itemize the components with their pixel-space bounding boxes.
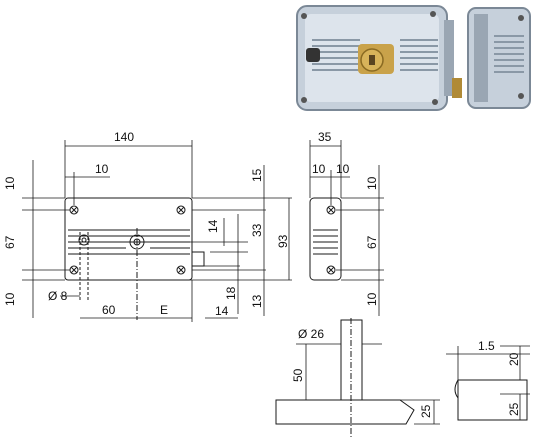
front-dimension-lines [22,140,292,322]
dim-cyl-diameter: Ø 26 [298,327,324,341]
bolt-section-view [275,318,415,438]
side-dimension-labels: 35 10 10 10 67 10 [312,130,379,306]
dim-side-67: 67 [365,235,379,249]
bolt-dimension-labels: Ø 26 50 25 [291,327,433,418]
dim-front-width: 140 [114,130,134,144]
dim-right-14: 14 [206,219,220,233]
detail-dimension-lines [446,345,530,420]
dim-bottom-e: E [160,303,168,317]
strike-detail-view [454,379,528,421]
dim-right-93: 93 [276,234,290,248]
dim-right-33: 33 [250,223,264,237]
side-view [309,197,342,281]
dim-detail-25: 25 [507,402,521,416]
dim-diameter-8: Ø 8 [48,289,68,303]
bolt-dimension-lines [296,343,440,425]
dim-top-offset: 10 [95,162,109,176]
dim-right-13: 13 [250,294,264,308]
dim-left-67: 67 [3,235,17,249]
detail-dimension-labels: 1.5 20 25 [478,339,521,416]
dim-detail-1-5: 1.5 [478,339,495,353]
dim-cyl-50: 50 [291,368,305,382]
side-dimension-lines [309,140,384,316]
dim-bottom-60: 60 [102,303,116,317]
lock-photo [296,5,531,111]
dim-side-width: 35 [318,130,332,144]
dim-left-10-top: 10 [3,176,17,190]
front-view [64,197,205,320]
dim-cyl-25: 25 [419,404,433,418]
dim-detail-20: 20 [507,352,521,366]
dim-right-18: 18 [224,286,238,300]
dim-side-offset-b: 10 [336,162,350,176]
dim-right-14-bottom: 14 [215,304,229,318]
dim-side-10-top: 10 [365,176,379,190]
dim-side-offset-a: 10 [312,162,326,176]
front-dimension-labels: 140 10 10 67 10 15 14 33 93 18 13 14 Ø 8… [3,130,290,318]
dim-left-10-bottom: 10 [3,292,17,306]
dim-side-10-bottom: 10 [365,292,379,306]
dim-right-15: 15 [250,168,264,182]
